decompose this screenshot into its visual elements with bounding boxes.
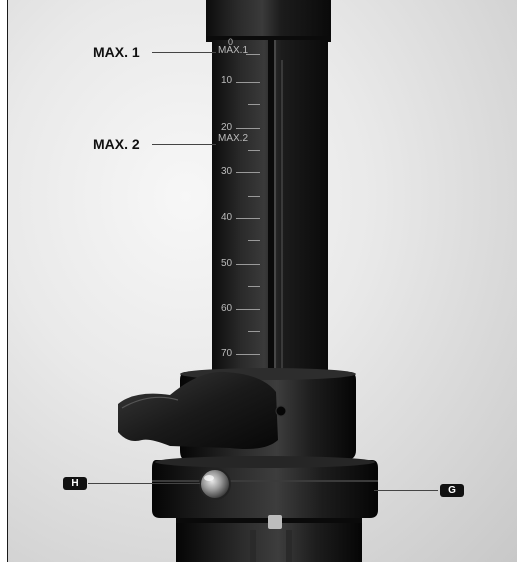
scale-tick — [236, 218, 260, 219]
callout-h-leader — [88, 483, 200, 484]
scale-tick — [248, 240, 260, 241]
scale-top-zero: 0 — [228, 37, 234, 47]
scale-num-60: 60 — [221, 303, 233, 314]
scale-tick — [236, 128, 260, 129]
top-cap-ring — [206, 36, 331, 42]
clamp-ring-g — [152, 460, 378, 518]
scale-tick — [236, 354, 260, 355]
scale-num-50: 50 — [221, 258, 233, 269]
callout-max1-leader — [152, 52, 216, 53]
photo-frame — [7, 0, 517, 562]
callout-h-badge: H — [63, 477, 87, 490]
scale-num-10: 10 — [221, 75, 233, 86]
scale-tick — [236, 82, 260, 83]
callout-max2-label: MAX. 2 — [93, 136, 140, 152]
scale-num-20: 20 — [221, 122, 233, 133]
scale-tick — [236, 309, 260, 310]
scale-tick — [248, 286, 260, 287]
scale-num-70: 70 — [221, 348, 233, 359]
scale-tick — [248, 104, 260, 105]
scale-num-40: 40 — [221, 212, 233, 223]
callout-g-badge: G — [440, 484, 464, 497]
callout-g-leader — [374, 490, 438, 491]
scale-tick — [236, 172, 260, 173]
locking-lever — [118, 371, 278, 449]
scale-num-30: 30 — [221, 166, 233, 177]
scale-tick — [236, 264, 260, 265]
callout-max1-label: MAX. 1 — [93, 44, 140, 60]
column-groove — [268, 40, 274, 380]
callout-max2-leader — [152, 144, 216, 145]
scale-tick — [248, 196, 260, 197]
scale-max1-marker: MAX.1 — [218, 45, 249, 56]
top-cap — [206, 0, 331, 40]
scale-max2-marker: MAX.2 — [218, 133, 249, 144]
scale-tick — [246, 54, 260, 55]
scale-tick — [248, 331, 260, 332]
scale-tick — [248, 150, 260, 151]
